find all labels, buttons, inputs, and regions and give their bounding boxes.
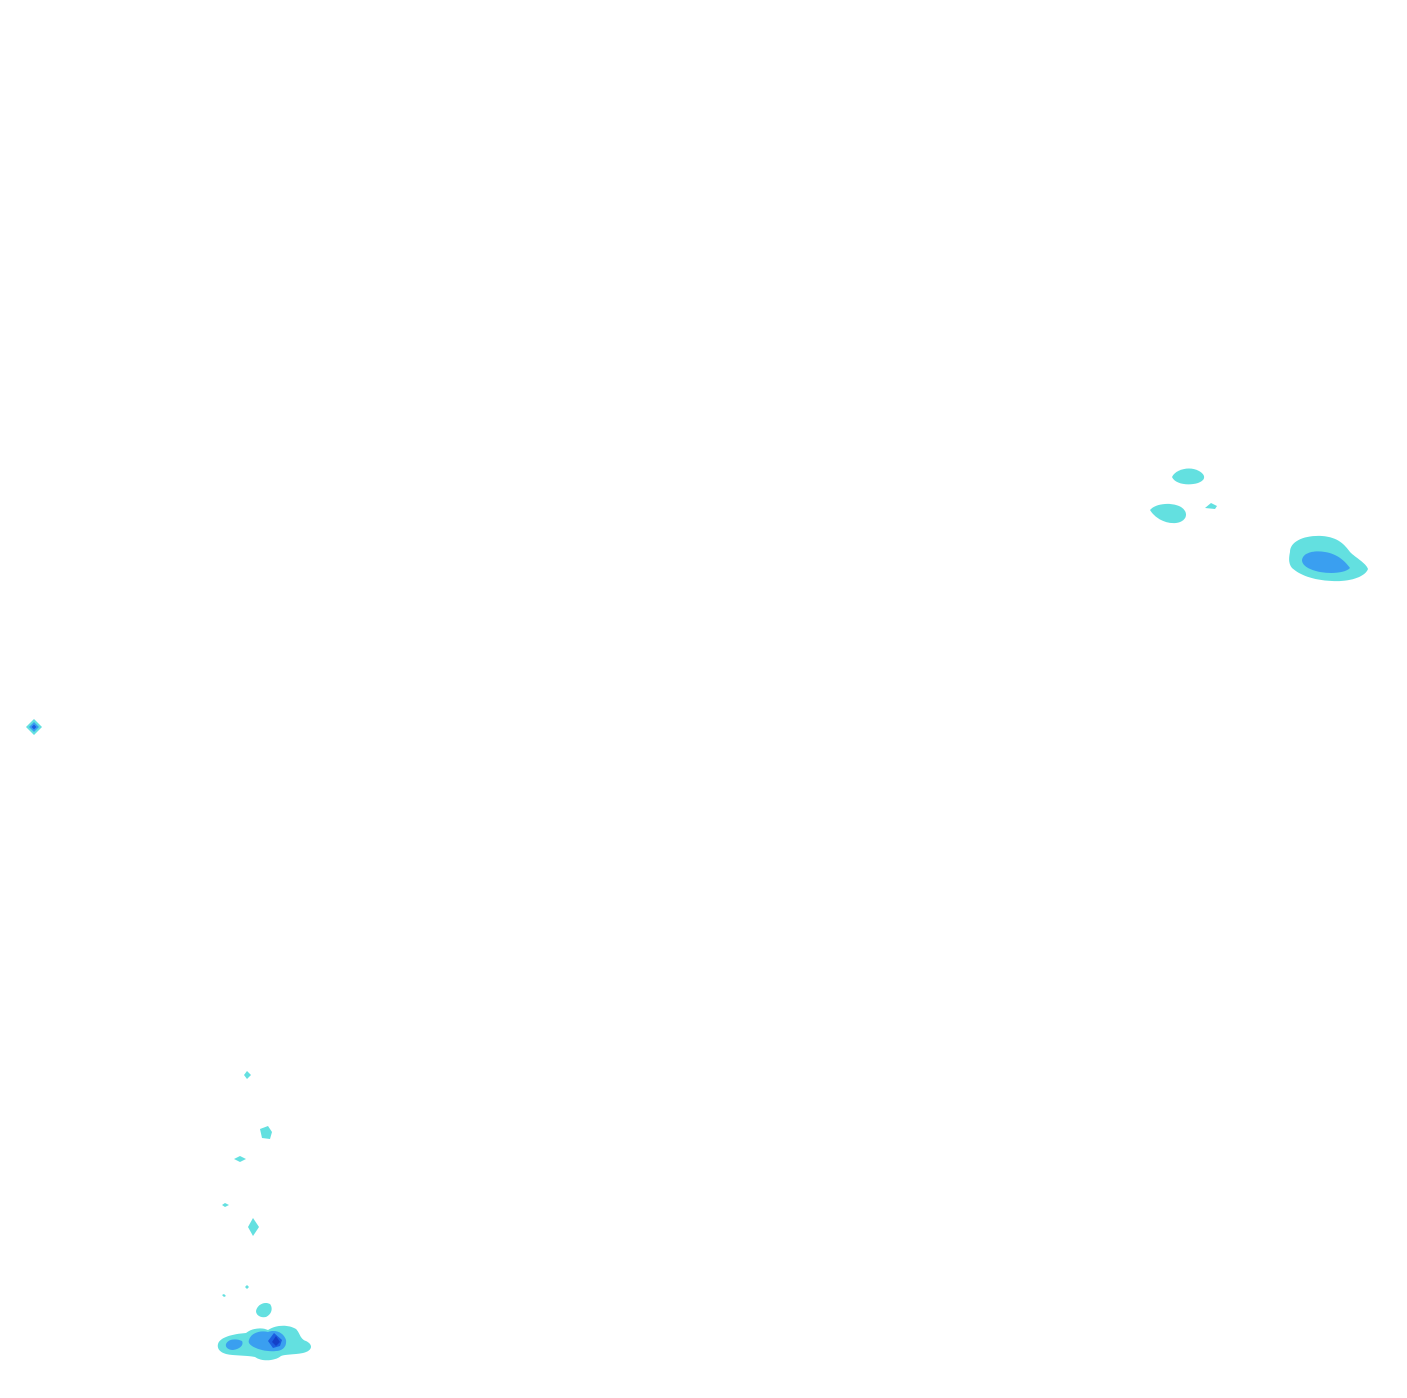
cluster-northeast [1150,468,1368,582]
contour-patch [1150,503,1187,524]
contour-patch [234,1156,246,1162]
marker-west [26,719,42,735]
contour-patch [244,1071,251,1079]
contour-patch [272,1336,280,1346]
contour-patch [1172,468,1205,485]
contour-patch [1205,503,1217,509]
contour-patch [225,1339,243,1350]
contour-patch [248,1218,259,1236]
contour-patch [1302,551,1350,573]
contour-patch [31,724,37,730]
contour-patch [260,1126,272,1139]
cluster-southwest [217,1071,312,1361]
contour-patch [222,1294,226,1297]
contour-patch [245,1285,249,1289]
contour-patch [222,1203,229,1207]
contour-patch [256,1302,272,1318]
